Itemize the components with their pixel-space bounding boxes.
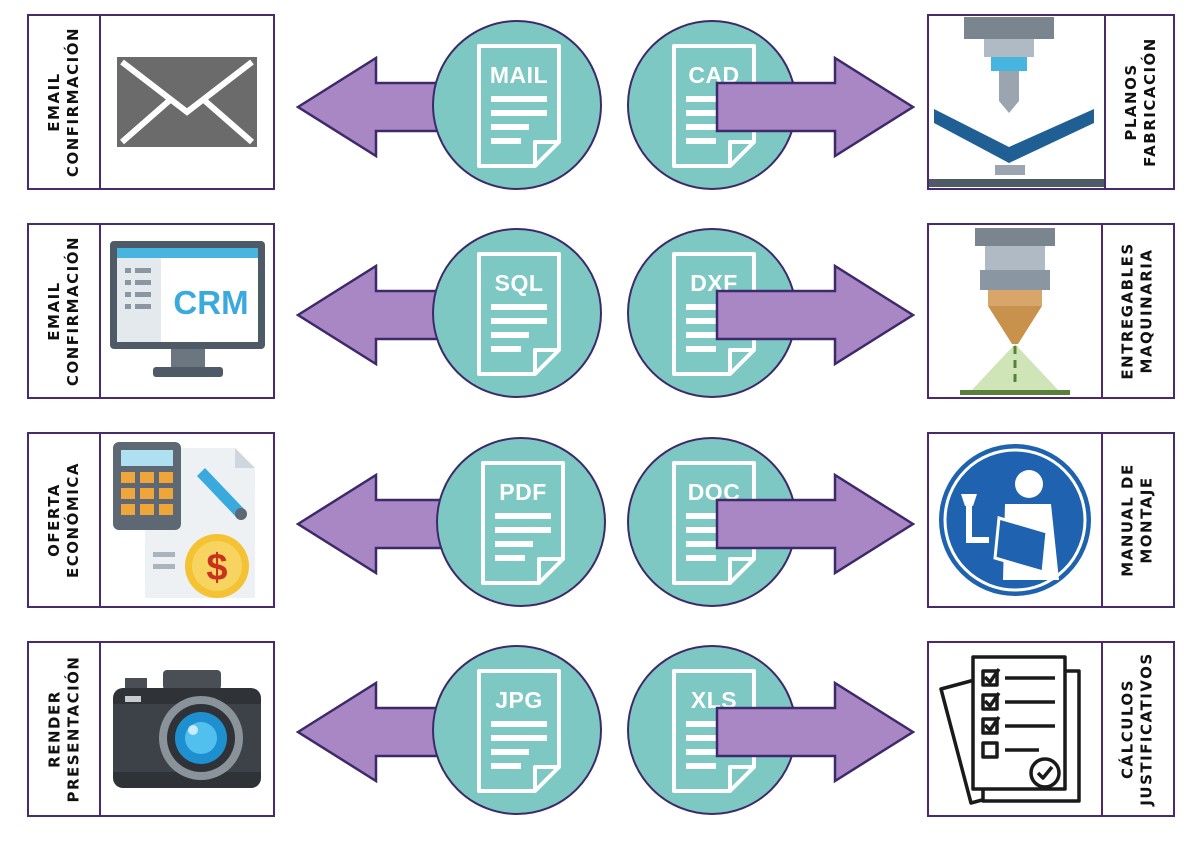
card-render-presentation: RENDER PRESENTACIÓN [27, 641, 275, 817]
format-label: MAIL [489, 62, 549, 88]
dollar-sign: $ [206, 547, 227, 589]
format-circle-sql: SQL [432, 228, 602, 398]
format-circle-jpg: JPG [432, 645, 602, 815]
document-icon [481, 461, 565, 585]
document-icon [477, 252, 561, 376]
card-justifying-calculations: CÁLCULOS JUSTIFICATIVOS [927, 641, 1175, 817]
format-circle-pdf: PDF [436, 437, 606, 607]
document-icon [672, 44, 756, 168]
format-label: PDF [499, 479, 547, 505]
card-assembly-manual: MANUAL DE MONTAJE [927, 432, 1175, 608]
crm-screen-text: CRM [173, 284, 248, 321]
format-circle-cad: CAD [627, 20, 797, 190]
document-icon [672, 252, 756, 376]
card-email-confirmation: EMAIL CONFIRMACIÓN [27, 14, 275, 190]
arrow-right-icon [715, 263, 915, 367]
arrow-right-icon [715, 680, 915, 784]
format-circle-mail: MAIL [432, 20, 602, 190]
format-label: SQL [494, 270, 544, 296]
crm-monitor-icon: CRM [101, 225, 273, 397]
laser-cutter-icon [929, 225, 1101, 397]
checklist-documents-icon [929, 643, 1101, 815]
document-icon [477, 44, 561, 168]
card-label: RENDER PRESENTACIÓN [45, 655, 82, 803]
card-crm: EMAIL CONFIRMACIÓN CRM [27, 223, 275, 399]
card-label: MANUAL DE MONTAJE [1119, 463, 1156, 577]
camera-icon [101, 643, 273, 815]
card-label: EMAIL CONFIRMACIÓN [45, 26, 82, 178]
calculator-invoice-icon: $ [101, 434, 273, 606]
format-label: JPG [495, 687, 543, 713]
card-machinery-deliverables: ENTREGABLES MAQUINARIA [927, 223, 1175, 399]
card-label: PLANOS FABRICACIÓN [1122, 37, 1159, 167]
read-manual-icon [929, 434, 1101, 606]
card-label: ENTREGABLES MAQUINARIA [1119, 242, 1157, 380]
format-circle-xls: XLS [627, 645, 797, 815]
card-label: EMAIL CONFIRMACIÓN [45, 235, 82, 387]
arrow-right-icon [715, 472, 915, 576]
card-economic-offer: OFERTA ECONÓMICA $ [27, 432, 275, 608]
envelope-icon [101, 16, 273, 188]
document-icon [477, 669, 561, 793]
press-brake-icon [929, 16, 1104, 188]
document-icon [672, 461, 756, 585]
card-manufacturing-plans: PLANOS FABRICACIÓN [927, 14, 1175, 190]
card-label: OFERTA ECONÓMICA [45, 462, 82, 578]
document-icon [672, 669, 756, 793]
card-label: CÁLCULOS JUSTIFICATIVOS [1119, 652, 1156, 806]
arrow-right-icon [715, 55, 915, 159]
